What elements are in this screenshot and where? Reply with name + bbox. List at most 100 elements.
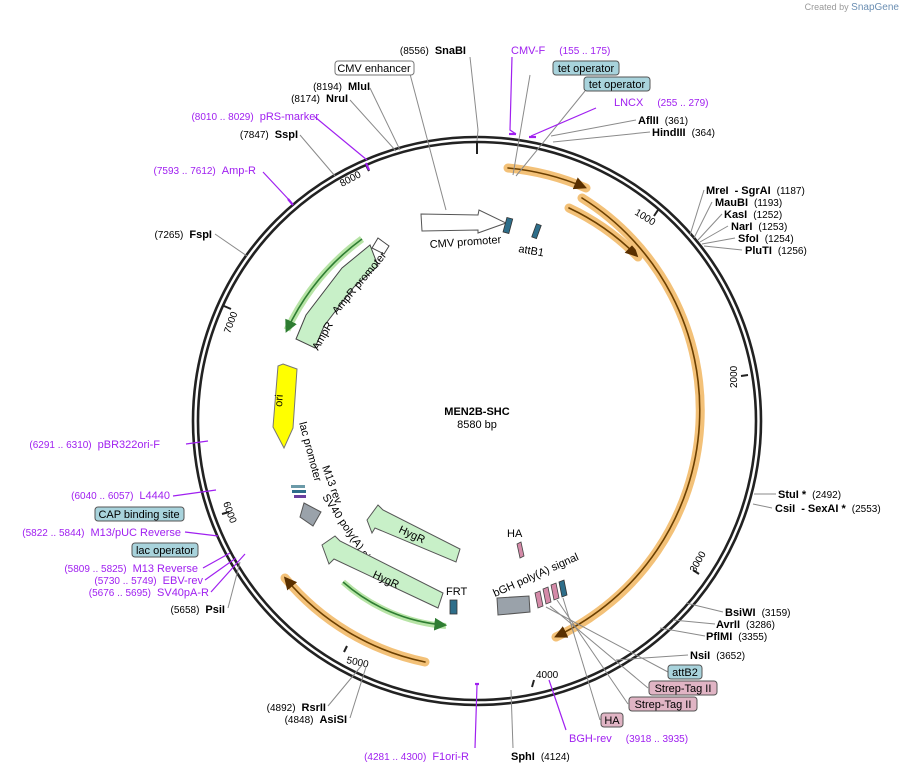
primer-amp-r-pos: (7593 .. 7612)	[154, 166, 216, 177]
ha-box-label: HA	[604, 715, 620, 727]
site-csii-name: CsiI	[775, 503, 795, 515]
primer-prs-marker-pos: (8010 .. 8029)	[191, 112, 253, 123]
tet-operator-box-1	[552, 60, 620, 76]
hygr-arrow-1	[366, 504, 461, 563]
primer-leader-prs	[314, 116, 368, 161]
site-stui: StuI *(2492)	[778, 489, 841, 501]
boxed-labels: CMV enhancer tet operator tet operator C…	[94, 60, 718, 728]
site-mlui-name: MluI	[348, 81, 370, 93]
cmv-enhancer-label: CMV enhancer	[337, 63, 411, 75]
site-mrei: MreI-SgrAI(1187)	[706, 185, 805, 197]
orange-arc-1-line	[507, 167, 587, 190]
primer-sv40pa-r-name: SV40pA-R	[157, 587, 209, 599]
site-stui-pos: (2492)	[812, 490, 841, 501]
site-psii-name: PsiI	[205, 604, 225, 616]
leader-fspi	[214, 233, 248, 257]
site-aflii: AflII(361)	[638, 115, 688, 127]
leader-attb2	[545, 606, 669, 673]
strep-tag-box-1	[648, 680, 718, 696]
leader-kasi	[697, 213, 723, 241]
tick-1000	[653, 209, 659, 217]
primer-m13-reverse: (5809 .. 5825)M13 Reverse	[64, 563, 198, 575]
site-asisi-name: AsiSI	[319, 714, 347, 726]
tick-3000	[692, 569, 700, 575]
site-pluti-pos: (1256)	[778, 246, 807, 257]
site-nari-name: NarI	[731, 221, 752, 233]
site-fspi-pos: (7265)	[154, 230, 183, 241]
site-pluti-name: PluTI	[745, 245, 772, 257]
primer-leader-f1ori	[474, 684, 478, 749]
leader-ha-box	[562, 597, 601, 721]
site-fspi: (7265) FspI	[154, 229, 212, 241]
leader-bsiwi	[685, 602, 724, 613]
ampr-feature: AmpR AmpR promoter	[283, 236, 390, 353]
primer-mark-prs	[364, 162, 371, 171]
site-kasi: KasI(1252)	[724, 209, 782, 221]
primer-mark-amp-r	[287, 198, 294, 206]
site-bsiwi-pos: (3159)	[762, 608, 791, 619]
lac-promoter-label: lac promoter	[296, 421, 324, 483]
attb1-marker	[502, 216, 514, 234]
primer-pbr322ori-f-pos: (6291 .. 6310)	[29, 440, 91, 451]
leader-pfimi	[659, 627, 706, 637]
site-avrii-name: AvrII	[716, 619, 740, 631]
primer-ebv-rev: (5730 .. 5749)EBV-rev	[94, 575, 203, 587]
primer-labels: CMV-F(155 .. 175) LNCX(255 .. 279) (8010…	[22, 45, 708, 763]
cmv-enhancer-box	[334, 60, 415, 76]
primer-leaders	[172, 56, 597, 749]
tick-label-2000: 2000	[729, 365, 740, 388]
tet-operator-box-2	[583, 76, 651, 92]
bgh-polya-box	[496, 595, 531, 616]
site-sfoi-name: SfoI	[738, 233, 759, 245]
leader-mlui	[369, 87, 401, 151]
primer-l4440-name: L4440	[139, 490, 170, 502]
site-psii: (5658)PsiI	[171, 604, 225, 616]
primer-leader-pbr	[185, 440, 209, 445]
tag-markers	[534, 579, 568, 609]
site-sexai-name: SexAI *	[808, 503, 847, 515]
leader-nari	[699, 225, 729, 243]
ampr-promoter-arrow	[371, 237, 390, 255]
plasmid-length: 8580 bp	[457, 419, 497, 431]
ha-marker	[516, 541, 525, 559]
ori-arrow	[272, 363, 298, 450]
leader-rsrii	[327, 664, 363, 707]
site-sspi-pos: (7847)	[240, 130, 269, 141]
primer-leader-sv40pa	[210, 553, 246, 593]
attb2-label: attB2	[672, 667, 698, 679]
site-rsrii: (4892)RsrII	[267, 702, 326, 714]
primer-lncx-pos: (255 .. 279)	[657, 98, 708, 109]
sites-left: (8556)SnaBI (8194)MluI (8174)NruI (7847)…	[154, 45, 569, 763]
primer-m13-reverse-pos: (5809 .. 5825)	[64, 564, 126, 575]
site-pluti: PluTI (1256)	[745, 245, 807, 257]
site-sgrai-name: SgrAI	[741, 185, 770, 197]
primer-leader-l4440	[172, 489, 217, 497]
site-fspi-name: FspI	[189, 229, 212, 241]
site-mrei-pos: (1187)	[777, 186, 805, 197]
tick-label-5000: 5000	[345, 655, 369, 670]
frt-marker	[449, 599, 458, 615]
primer-pbr322ori-f: (6291 .. 6310)pBR322ori-F	[29, 439, 160, 451]
site-maubi-name: MauBI	[715, 197, 748, 209]
hygr-arc-line	[342, 581, 448, 631]
site-nrui-name: NruI	[326, 93, 348, 105]
leader-lines	[214, 56, 776, 749]
site-avrii-pos: (3286)	[746, 620, 775, 631]
primer-l4440: (6040 .. 6057)L4440	[71, 490, 170, 502]
primer-cmv-f: CMV-F(155 .. 175)	[511, 45, 610, 57]
strep-tag-box-2	[628, 696, 698, 712]
leader-sfoi	[701, 237, 736, 245]
site-kasi-pos: (1252)	[753, 210, 782, 221]
leader-sphi	[510, 689, 514, 749]
primer-amp-r-name: Amp-R	[222, 165, 256, 177]
primer-f1ori-r: (4281 .. 4300)F1ori-R	[364, 751, 469, 763]
tick-7000	[223, 305, 232, 310]
primer-marks	[287, 132, 536, 686]
primer-m13-puc-reverse-pos: (5822 .. 5844)	[22, 528, 84, 539]
brand-name: SnapGene	[851, 2, 899, 13]
primer-sv40pa-r-pos: (5676 .. 5695)	[89, 588, 151, 599]
leader-snabi	[469, 56, 479, 142]
site-maubi: MauBI(1193)	[715, 197, 782, 209]
site-nsii-pos: (3652)	[716, 651, 745, 662]
